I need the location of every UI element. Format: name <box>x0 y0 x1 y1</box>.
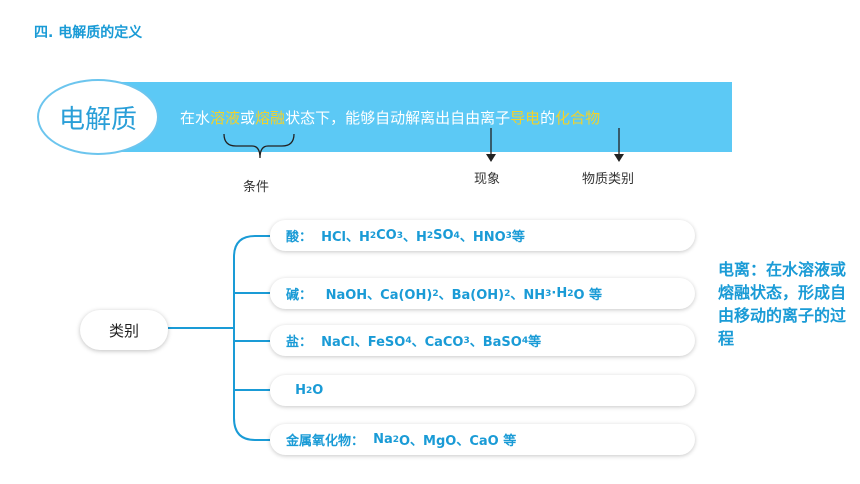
formula-text: 、CaCO <box>411 335 464 350</box>
section-heading: 四. 电解质的定义 <box>34 25 143 41</box>
formula-text: O、MgO、CaO 等 <box>399 434 517 449</box>
formula-text: 、HNO <box>459 230 506 245</box>
category-arrowhead <box>614 154 624 162</box>
definition-text: 在水溶液或熔融状态下，能够自动解离出自由离子导电的化合物 <box>180 107 600 128</box>
formula-text: Na <box>373 432 393 447</box>
formula-sub: 3 <box>396 230 403 241</box>
formula-sub: 2 <box>392 434 399 445</box>
def-part: 或 <box>240 109 256 127</box>
condition-label: 条件 <box>243 180 270 195</box>
formula-sub: 3 <box>545 288 552 299</box>
phenomenon-label: 现象 <box>474 172 501 187</box>
classes-label: 类别 <box>108 321 139 340</box>
formula-sub: 4 <box>521 335 529 346</box>
acid-label: 酸： <box>286 230 313 245</box>
formula-text: CO <box>376 228 397 243</box>
def-highlight-compound: 化合物 <box>555 109 601 127</box>
term-bubble: 电解质 <box>37 79 159 155</box>
formula-text: ·H <box>551 286 568 301</box>
formula-text: SO <box>433 228 454 243</box>
def-part: 的 <box>540 109 556 127</box>
formula-sub: 4 <box>453 230 460 241</box>
formula-text: 等 <box>511 230 525 245</box>
definition-banner <box>120 82 732 152</box>
salt-label: 盐： <box>286 335 313 350</box>
base-label: 碱： <box>286 288 313 303</box>
formula-text: 等 <box>528 335 542 350</box>
def-highlight-conduct: 导电 <box>510 109 541 127</box>
formula-text: 、Ba(OH) <box>438 288 505 303</box>
formula-sub: 4 <box>405 335 412 346</box>
phenomenon-arrowhead <box>486 154 496 162</box>
oxide-label: 金属氧化物： <box>286 434 365 449</box>
term-label: 电解质 <box>58 104 137 135</box>
def-highlight-molten: 熔融 <box>255 109 286 127</box>
formula-text: NaCl、FeSO <box>321 335 406 350</box>
formula-text: O 等 <box>573 288 603 303</box>
formula-sub: 2 <box>432 288 439 299</box>
formula-text: NaOH、Ca(OH) <box>325 288 433 303</box>
formula-text: 、H <box>402 230 427 245</box>
formula-text: H <box>295 383 306 398</box>
formula-text: O <box>312 383 324 398</box>
def-part: 状态下，能够自动解离出自由离子 <box>285 109 511 127</box>
ionization-note: 电离：在水溶液或熔融状态，形成自由移动的离子的过程 <box>718 260 847 348</box>
def-highlight-solution: 溶液 <box>210 109 241 127</box>
formula-text: 、BaSO <box>469 335 522 350</box>
def-part: 在水 <box>180 109 211 127</box>
formula-sub: 2 <box>504 288 511 299</box>
formula-sub: 3 <box>463 335 470 346</box>
formula-text: 、NH <box>510 288 546 303</box>
formula-sub: 2 <box>369 230 377 241</box>
formula-sub: 2 <box>305 385 313 396</box>
category-label: 物质类别 <box>582 172 635 187</box>
classes-bubble: 类别 <box>80 310 168 350</box>
category-bracket <box>233 235 270 441</box>
formula-text: HCl、H <box>321 230 370 245</box>
formula-sub: 3 <box>505 230 512 241</box>
formula-sub: 2 <box>426 230 434 241</box>
condition-brace <box>223 133 295 159</box>
formula-sub: 2 <box>567 288 574 299</box>
